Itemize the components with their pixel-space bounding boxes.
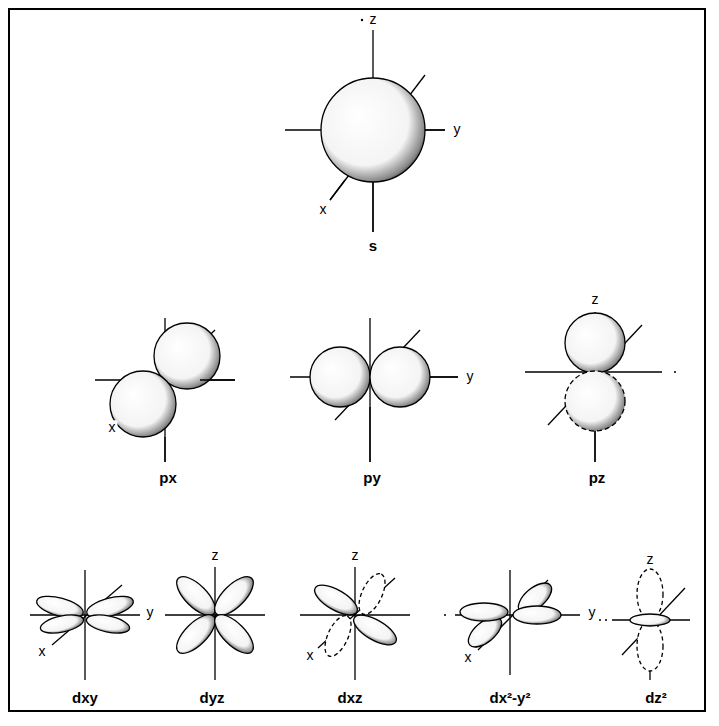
axis-label: x: [463, 650, 474, 665]
orbital-name: pz: [587, 470, 608, 487]
orbital-name: dxy: [70, 690, 100, 707]
orbital-name: dyz: [197, 690, 226, 707]
axis-label: z: [350, 548, 361, 563]
axis-label: x: [107, 420, 118, 435]
orbital-name: dxz: [335, 690, 364, 707]
axis-label: z: [368, 12, 379, 27]
axis-label: y: [145, 605, 156, 620]
axis-label: y: [452, 122, 463, 137]
orbital-name: dz²: [643, 690, 669, 707]
axis-label: x: [37, 644, 48, 659]
axis-label: y: [587, 605, 598, 620]
axis-label: y: [465, 369, 476, 384]
axis-label: z: [590, 292, 601, 307]
axis-label: x: [318, 202, 329, 217]
axis-label: x: [305, 648, 316, 663]
orbital-name: dx²-y²: [488, 690, 533, 707]
orbital-name: py: [361, 470, 383, 487]
axis-label: z: [645, 552, 656, 567]
orbital-name: s: [367, 238, 379, 255]
orbital-name: px: [157, 470, 179, 487]
axis-label: z: [210, 548, 221, 563]
